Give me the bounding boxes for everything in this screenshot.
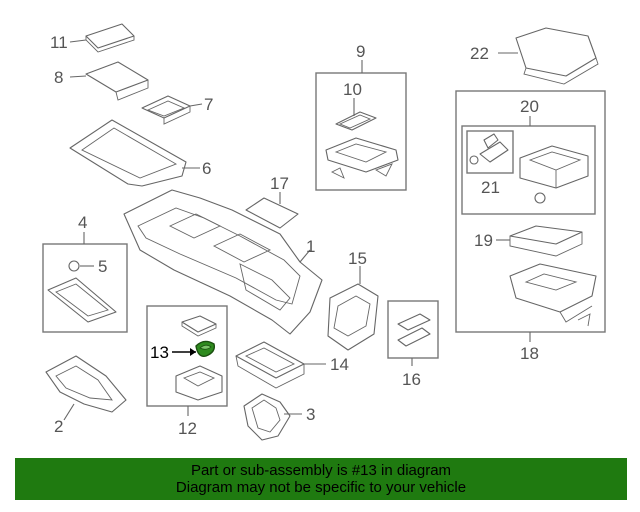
- callout-17: 17: [270, 174, 289, 193]
- callout-16: 16: [402, 370, 421, 389]
- callout-1: 1: [306, 237, 315, 256]
- callout-21: 21: [481, 178, 500, 197]
- part-6[interactable]: 6: [69, 119, 211, 187]
- callout-18: 18: [520, 344, 539, 363]
- callout-22: 22: [470, 44, 489, 63]
- part-2[interactable]: 2: [45, 355, 127, 436]
- callout-13: 13: [150, 343, 169, 362]
- footer-banner: Part or sub-assembly is #13 in diagram D…: [15, 458, 627, 500]
- part-13-highlighted[interactable]: 13: [150, 340, 216, 362]
- part-19[interactable]: 19: [474, 225, 583, 257]
- callout-20: 20: [520, 97, 539, 116]
- callout-7: 7: [204, 95, 213, 114]
- callout-8: 8: [54, 68, 63, 87]
- callout-14: 14: [330, 355, 349, 374]
- callout-4: 4: [78, 213, 87, 232]
- group-12: 12 13: [146, 305, 228, 438]
- callout-15: 15: [348, 249, 367, 268]
- group-4: 4 5: [42, 213, 128, 333]
- part-3[interactable]: 3: [243, 393, 315, 441]
- part-15[interactable]: 15: [327, 249, 379, 351]
- part-10[interactable]: 10: [335, 80, 377, 131]
- callout-5: 5: [98, 257, 107, 276]
- part-11[interactable]: 11: [50, 23, 135, 53]
- part-5[interactable]: 5: [68, 257, 107, 276]
- part-14[interactable]: 14: [235, 341, 349, 389]
- part-8[interactable]: 8: [54, 61, 149, 101]
- callout-10: 10: [343, 80, 362, 99]
- callout-2: 2: [54, 417, 63, 436]
- group-16: 16: [387, 300, 439, 389]
- part-7[interactable]: 7: [141, 95, 213, 125]
- part-22[interactable]: 22: [470, 27, 599, 85]
- parts-diagram: 11 8 7 6 9 10: [42, 23, 606, 441]
- part-21[interactable]: 21: [469, 133, 509, 197]
- callout-3: 3: [306, 405, 315, 424]
- group-18: 18 20 21 19: [455, 90, 606, 363]
- banner-line-2: Diagram may not be specific to your vehi…: [175, 479, 467, 496]
- group-9: 9 10: [315, 42, 407, 191]
- banner-line-1: Part or sub-assembly is #13 in diagram: [190, 462, 452, 479]
- part-1[interactable]: 1: [123, 189, 323, 335]
- callout-9: 9: [356, 42, 365, 61]
- callout-11: 11: [50, 33, 68, 52]
- callout-12: 12: [178, 419, 197, 438]
- callout-19: 19: [474, 231, 493, 250]
- part-17[interactable]: 17: [245, 174, 299, 229]
- callout-6: 6: [202, 159, 211, 178]
